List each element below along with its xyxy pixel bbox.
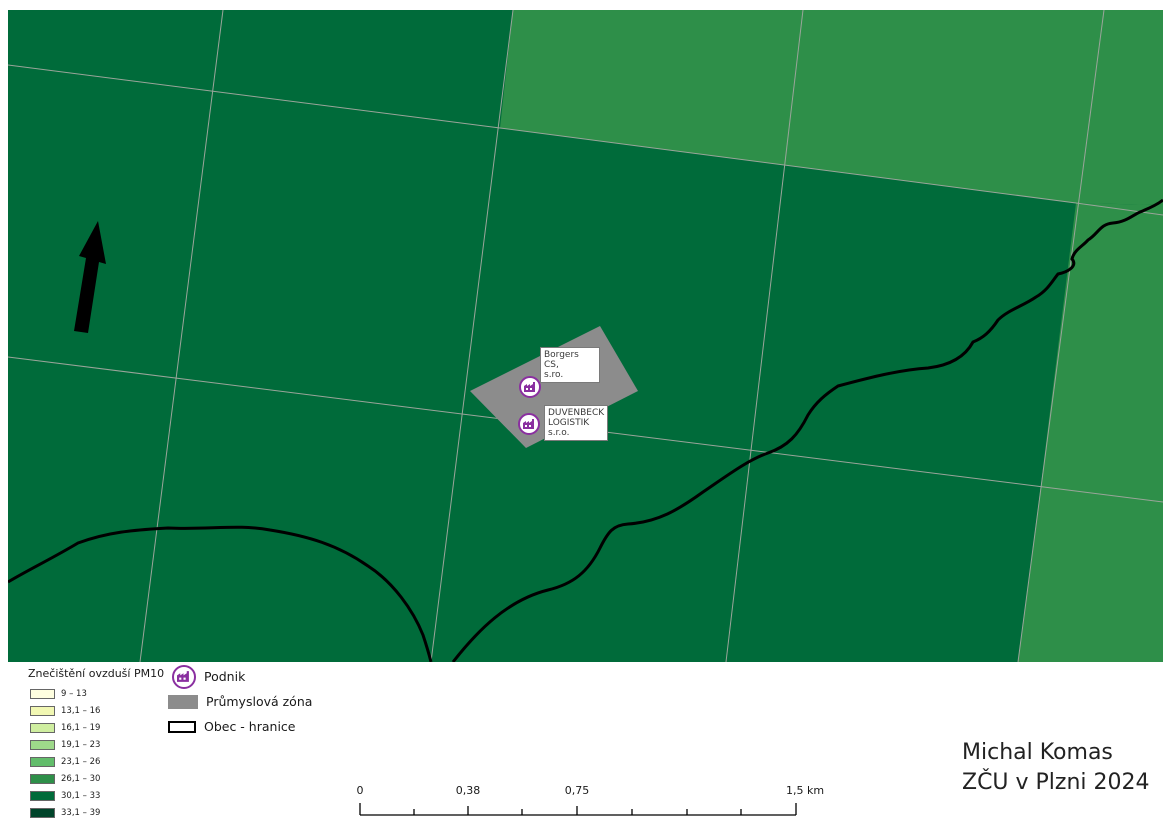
legend-class-swatch [30,807,55,818]
legend-item-industrial-zone: Průmyslová zóna [168,689,313,714]
legend-label-podnik: Podnik [204,669,246,684]
legend-class-swatch [30,773,55,784]
map-canvas[interactable] [8,10,1163,662]
legend-class-row: 19,1 – 23 [28,736,178,753]
legend-class-swatch [30,722,55,733]
scale-bar: 0 0,38 0,75 1,5 km [350,784,824,820]
legend-class-label: 9 – 13 [61,688,87,699]
legend-item-podnik: Podnik [170,664,312,689]
legend-label-industrial-zone: Průmyslová zóna [206,694,313,709]
scale-bar-line [359,803,797,816]
legend-class-row: 33,1 – 39 [28,804,178,821]
factory-glyph [523,419,534,429]
legend-class-list: 9 – 13 13,1 – 16 16,1 – 19 19,1 – 23 23,1 – … [28,685,178,821]
municipal-border-east [451,198,1163,662]
legend-class-label: 26,1 – 30 [61,773,101,784]
legend-pm10-title: Znečištění ovzduší PM10 [28,667,165,680]
legend-class-row: 26,1 – 30 [28,770,178,787]
legend-symbols: Podnik Průmyslová zóna Obec - hranice [168,664,313,739]
legend-class-label: 30,1 – 33 [61,790,101,801]
pm10-grid-cell-upper-right [500,10,1163,205]
legend-class-label: 19,1 – 23 [61,739,101,750]
poi-label-duvenbeck[interactable]: DUVENBECK LOGISTIK s.r.o. [544,405,608,441]
credits-author: Michal Komas [962,740,1113,765]
legend-item-municipal-border: Obec - hranice [168,714,312,739]
industrial-zone-swatch [168,694,198,709]
legend-pm10: Znečištění ovzduší PM10 9 – 13 13,1 – 16 1… [28,667,178,821]
legend-class-row: 13,1 – 16 [28,702,178,719]
scale-label-2: 0,75 [564,784,590,797]
legend-class-swatch [30,790,55,801]
credits-institution: ZČU v Plzni 2024 [962,770,1150,795]
municipal-border-swatch [168,720,196,733]
municipal-border-west [8,525,433,662]
legend-class-swatch [30,739,55,750]
legend-class-swatch [30,756,55,767]
poi-label-borgers[interactable]: Borgers CS, s.ro. [540,347,600,383]
legend-label-municipal-border: Obec - hranice [204,719,296,734]
scale-label-0: 0 [356,784,364,797]
map-frame[interactable]: Borgers CS, s.ro. DUVENBECK LOGISTIK s.r… [8,10,1163,662]
legend-class-label: 16,1 – 19 [61,722,101,733]
legend-class-swatch [30,688,55,699]
legend-class-label: 13,1 – 16 [61,705,101,716]
scale-label-3: 1,5 km [785,784,825,797]
legend-class-label: 23,1 – 26 [61,756,101,767]
factory-glyph [177,670,189,682]
legend-class-swatch [30,705,55,716]
legend-class-row: 23,1 – 26 [28,753,178,770]
factory-icon [172,664,196,689]
factory-icon[interactable] [518,413,540,435]
north-arrow-icon [74,221,106,333]
scale-label-1: 0,38 [455,784,481,797]
factory-icon[interactable] [519,376,541,398]
factory-glyph [524,382,535,392]
pm10-grid-cell-right [1018,203,1163,662]
legend-class-label: 33,1 – 39 [61,807,101,818]
map-credits: Michal Komas ZČU v Plzni 2024 [962,738,1150,798]
legend-class-row: 16,1 – 19 [28,719,178,736]
legend-class-row: 30,1 – 33 [28,787,178,804]
grid-lines [8,10,1163,662]
legend-class-row: 9 – 13 [28,685,178,702]
